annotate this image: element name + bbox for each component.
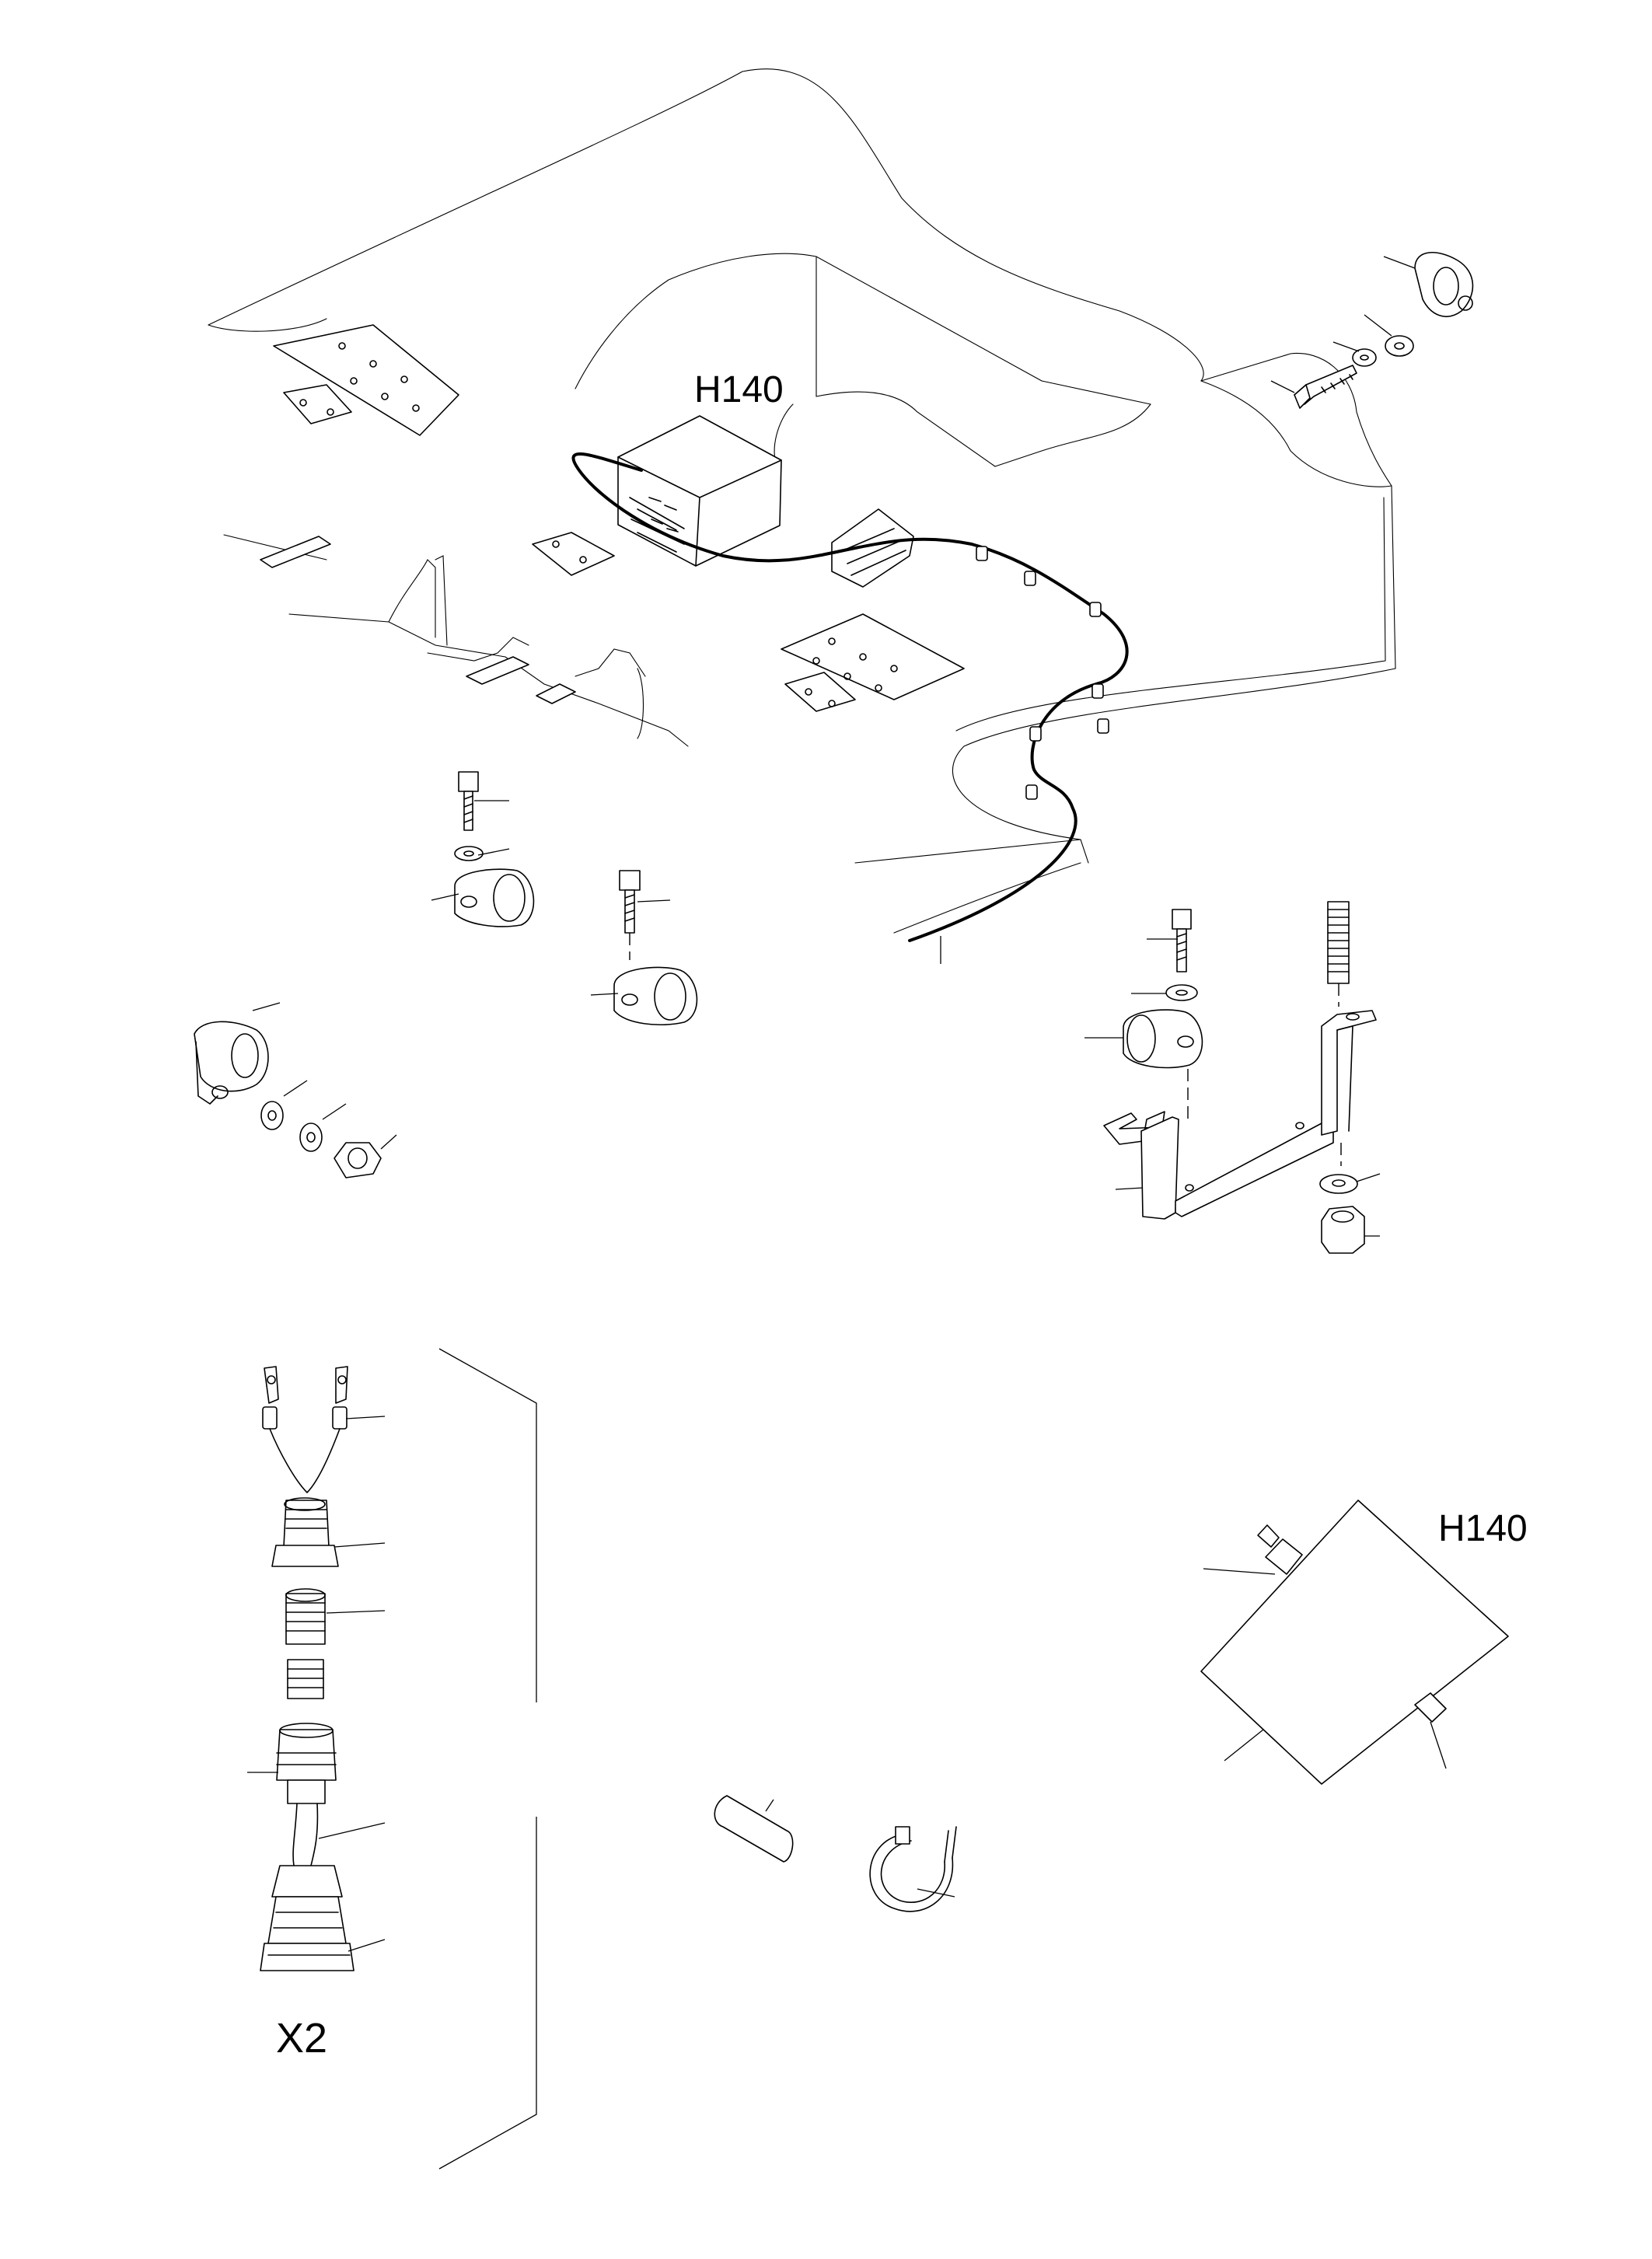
cable-gland-icon bbox=[285, 1588, 326, 1645]
mounting-bracket-icon bbox=[1103, 1010, 1377, 1220]
nut-icon bbox=[1321, 1206, 1365, 1254]
cable-clip-icon bbox=[613, 966, 698, 1026]
bolt-icon bbox=[619, 870, 641, 934]
cable-clip-icon bbox=[194, 1021, 269, 1105]
cable-clip-icon bbox=[976, 546, 1109, 800]
clip-assembly-top-right bbox=[1270, 252, 1474, 409]
heater-label-top: H140 bbox=[694, 369, 784, 410]
threaded-rod-icon bbox=[1327, 901, 1350, 984]
clip-assembly-center bbox=[590, 870, 698, 1026]
cable-gland-icon bbox=[287, 1659, 324, 1699]
heater-unit-detail: H140 bbox=[1200, 1500, 1528, 1785]
connector-plug-icon bbox=[260, 1865, 354, 1971]
heater-bracket bbox=[831, 508, 914, 588]
cable-clip-icon bbox=[454, 868, 535, 927]
bracket-assembly bbox=[1084, 901, 1381, 1254]
washer-icon bbox=[454, 846, 484, 861]
heater-unit-icon bbox=[1200, 1500, 1509, 1785]
clip-assembly-left bbox=[194, 1002, 397, 1178]
cable-gland-icon bbox=[276, 1723, 337, 1804]
cable-tie-icon bbox=[869, 1826, 957, 1912]
washer-icon bbox=[1319, 1174, 1358, 1194]
connector-plug-icon bbox=[1257, 1524, 1447, 1723]
cable-harness-icon bbox=[571, 452, 1129, 942]
cable-clip-icon bbox=[1414, 252, 1474, 318]
bolt-icon bbox=[1172, 909, 1192, 972]
floor-rail-left bbox=[260, 536, 576, 704]
connector-x2-detail: X2 bbox=[247, 1348, 537, 2170]
nut-icon bbox=[334, 1142, 382, 1178]
washer-icon bbox=[1165, 984, 1198, 1001]
cable-clip-icon bbox=[1123, 1009, 1203, 1069]
floor-plate-center bbox=[532, 532, 615, 576]
bolt-icon bbox=[1294, 365, 1357, 409]
heater-unit-icon bbox=[617, 415, 782, 567]
floor-plate-left bbox=[273, 324, 459, 436]
cab-floor-outline bbox=[208, 68, 1396, 934]
floor-plate-right bbox=[781, 613, 965, 712]
connector-label-x2: X2 bbox=[276, 2015, 327, 2062]
bolt-icon bbox=[458, 771, 479, 831]
washer-icon bbox=[299, 1123, 323, 1152]
cable-lug-icon bbox=[262, 1366, 348, 1493]
cable-gland-icon bbox=[271, 1497, 339, 1567]
heat-shrink-sleeve-icon bbox=[714, 1795, 794, 1863]
washer-icon bbox=[1352, 348, 1377, 367]
washer-icon bbox=[1385, 335, 1414, 357]
clip-assembly-center-left bbox=[431, 771, 535, 927]
heater-label-detail: H140 bbox=[1438, 1508, 1528, 1549]
washer-icon bbox=[260, 1101, 284, 1130]
